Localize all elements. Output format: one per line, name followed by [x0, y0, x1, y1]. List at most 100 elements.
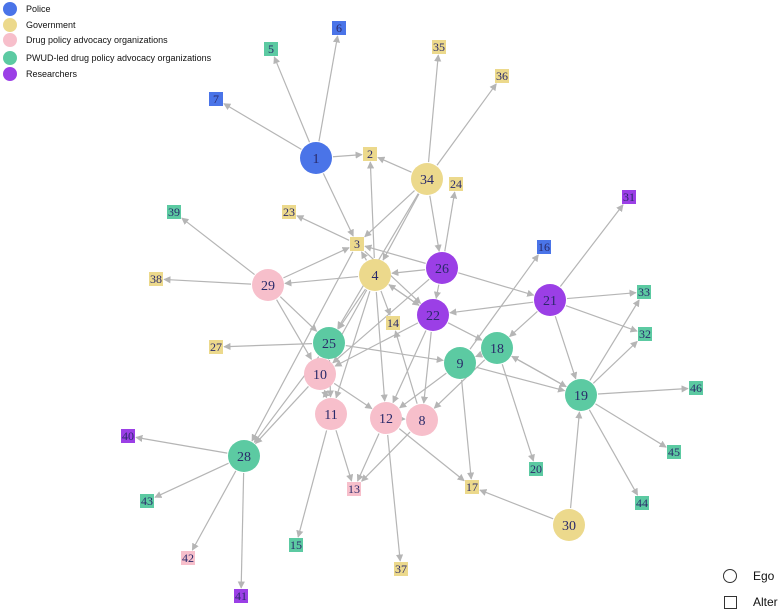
legend-swatch-advocacy [3, 33, 17, 47]
node-label-3: 3 [354, 237, 360, 251]
legend-item-researchers: Researchers [3, 67, 77, 81]
legend-label-researchers: Researchers [26, 69, 78, 79]
edge-19-46 [597, 385, 689, 395]
edge-9-16 [469, 254, 539, 350]
edge-19-32 [592, 340, 638, 384]
edge-3-23 [296, 215, 350, 241]
edge-18-20 [501, 363, 535, 462]
edge-21-22 [449, 301, 534, 316]
node-shape-1 [300, 142, 332, 174]
node-label-25: 25 [322, 337, 336, 352]
edge-22-8 [420, 331, 432, 404]
node-1: 1 [300, 142, 332, 174]
node-40: 40 [121, 429, 135, 443]
node-label-35: 35 [433, 40, 445, 54]
edge-3-28 [251, 251, 354, 442]
node-4: 4 [359, 259, 391, 291]
edge-21-32 [565, 305, 638, 333]
node-shape-3 [350, 237, 364, 251]
node-label-23: 23 [283, 205, 295, 219]
node-label-13: 13 [348, 482, 360, 496]
node-28: 28 [228, 440, 260, 472]
edge-12-37 [387, 434, 404, 562]
square-icon [724, 595, 737, 609]
edge-10-28 [255, 386, 309, 445]
node-14: 14 [386, 316, 400, 330]
edge-30-19 [569, 411, 583, 509]
legend-label-government: Government [26, 20, 76, 30]
edge-12-17 [398, 428, 465, 482]
node-label-26: 26 [435, 262, 449, 277]
node-31: 31 [622, 190, 636, 204]
node-label-4: 4 [372, 269, 379, 284]
node-label-46: 46 [690, 381, 702, 395]
node-11: 11 [315, 398, 347, 430]
edge-1-3 [322, 173, 354, 237]
edge-9-12 [399, 372, 447, 409]
node-label-14: 14 [387, 316, 399, 330]
legend-swatch-government [3, 18, 17, 32]
node-13: 13 [347, 482, 361, 496]
node-shape-36 [495, 69, 509, 83]
node-label-24: 24 [450, 177, 462, 191]
node-shape-41 [234, 589, 248, 603]
edge-1-6 [318, 35, 341, 142]
edge-26-21 [458, 272, 535, 297]
node-18: 18 [481, 332, 513, 364]
node-label-7: 7 [213, 92, 219, 106]
edge-19-18 [511, 355, 567, 388]
edge-34-2 [377, 156, 412, 173]
edge-22-10 [334, 322, 419, 367]
node-26: 26 [426, 252, 458, 284]
node-shape-45 [667, 445, 681, 459]
legend-shape-ego: Ego [723, 569, 774, 583]
node-shape-17 [465, 480, 479, 494]
node-10: 10 [304, 358, 336, 390]
node-45: 45 [667, 445, 681, 459]
node-shape-40 [121, 429, 135, 443]
legend-item-government: Government [3, 18, 76, 32]
node-5: 5 [264, 42, 278, 56]
node-shape-34 [411, 163, 443, 195]
node-shape-18 [481, 332, 513, 364]
edge-26-3 [364, 244, 426, 264]
edge-12-13 [356, 433, 380, 482]
edge-18-9 [475, 350, 484, 358]
node-shape-8 [406, 404, 438, 436]
legend-swatch-researchers [3, 67, 17, 81]
edge-4-11 [334, 291, 371, 399]
edges-layer [135, 35, 689, 589]
node-label-36: 36 [496, 69, 508, 83]
node-shape-5 [264, 42, 278, 56]
node-44: 44 [635, 496, 649, 510]
node-17: 17 [465, 480, 479, 494]
legend-shape-ego-label: Ego [753, 569, 775, 583]
node-8: 8 [406, 404, 438, 436]
legend-item-pwud: PWUD-led drug policy advocacy organizati… [3, 51, 211, 65]
node-37: 37 [394, 562, 408, 576]
node-shape-12 [370, 402, 402, 434]
node-label-16: 16 [538, 240, 550, 254]
node-shape-7 [209, 92, 223, 106]
edge-1-2 [332, 151, 363, 159]
node-shape-6 [332, 21, 346, 35]
node-42: 42 [181, 551, 195, 565]
node-shape-43 [140, 494, 154, 508]
node-6: 6 [332, 21, 346, 35]
edge-25-9 [345, 344, 444, 364]
node-32: 32 [638, 327, 652, 341]
node-label-6: 6 [336, 21, 342, 35]
edge-25-27 [223, 342, 313, 351]
edge-9-19 [476, 366, 566, 393]
node-shape-2 [363, 147, 377, 161]
node-43: 43 [140, 494, 154, 508]
edge-4-2 [367, 161, 375, 259]
edge-4-25 [338, 288, 366, 330]
node-label-19: 19 [574, 389, 588, 404]
edge-19-45 [595, 403, 667, 448]
node-label-17: 17 [466, 480, 478, 494]
node-label-8: 8 [419, 414, 426, 429]
node-shape-14 [386, 316, 400, 330]
edge-11-13 [335, 430, 354, 482]
